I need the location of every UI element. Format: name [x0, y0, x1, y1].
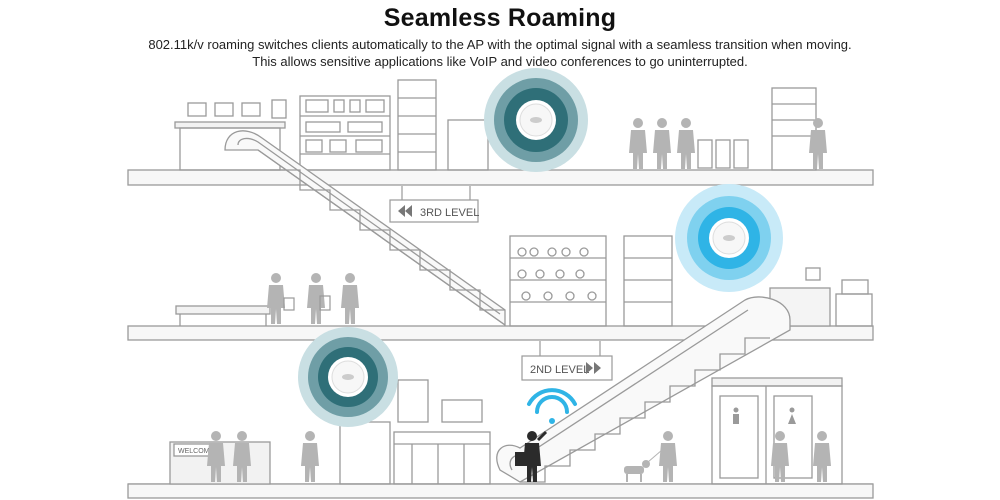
people-top — [629, 118, 827, 169]
subtitle-line-1: 802.11k/v roaming switches clients autom… — [148, 37, 852, 52]
welcome-label: WELCOME — [178, 448, 215, 455]
page-title: Seamless Roaming — [383, 4, 617, 32]
shopping-bags — [283, 295, 331, 311]
second-level-label: 2ND LEVEL — [530, 364, 589, 376]
person-icon — [677, 118, 695, 169]
subtitle-line-2: This allows sensitive applications like … — [252, 54, 748, 69]
person-icon — [267, 273, 285, 324]
wifi-signal-icon — [527, 388, 577, 424]
people-third — [267, 273, 359, 324]
restroom-icons — [733, 407, 796, 424]
second-level-sign: 2ND LEVEL — [521, 341, 613, 381]
person-icon — [301, 431, 319, 482]
third-level-sign: 3RD LEVEL — [389, 186, 479, 223]
restroom-icon — [733, 407, 739, 424]
person-icon — [659, 431, 677, 482]
escalator-lower — [496, 296, 791, 483]
restroom-icon — [788, 407, 796, 424]
person-icon — [629, 118, 647, 169]
floor-top — [127, 79, 874, 186]
access-point-bottom — [298, 327, 398, 427]
access-point-middle — [675, 184, 783, 292]
person-with-phone — [515, 430, 548, 482]
dog-icon — [624, 449, 663, 482]
access-point-icon — [515, 99, 557, 141]
subtitle: 802.11k/v roaming switches clients autom… — [0, 36, 1000, 70]
person-icon — [653, 118, 671, 169]
person-icon — [813, 431, 831, 482]
third-level-label: 3RD LEVEL — [420, 207, 479, 219]
access-point-top — [484, 68, 588, 172]
header: Seamless Roaming 802.11k/v roaming switc… — [0, 0, 1000, 70]
person-icon — [341, 273, 359, 324]
escalator-upper — [224, 130, 506, 327]
person-icon — [809, 118, 827, 169]
access-point-icon — [708, 217, 750, 259]
person-icon — [307, 273, 325, 324]
access-point-icon — [327, 356, 369, 398]
